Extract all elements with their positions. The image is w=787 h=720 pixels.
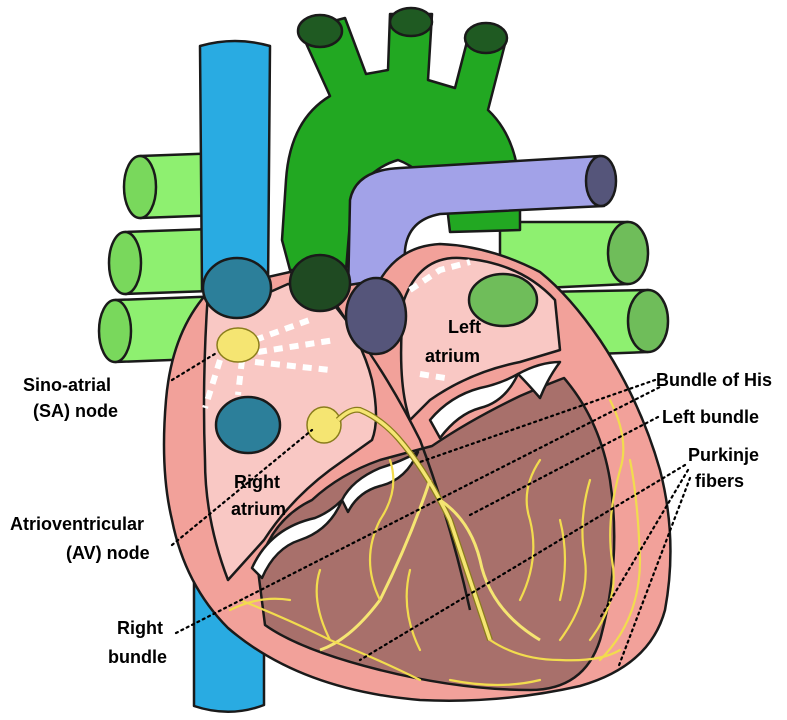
aorta-branch-end-2 xyxy=(390,8,432,36)
sa-node xyxy=(217,328,259,362)
aorta-branch-end-3 xyxy=(465,23,507,53)
label-right-atrium-line1: Right xyxy=(234,472,280,492)
label-left-atrium-line2: atrium xyxy=(425,346,480,366)
label-bundle-of-his: Bundle of His xyxy=(656,370,772,390)
pulmonary-artery-end xyxy=(586,156,616,206)
label-av-node-line2: (AV) node xyxy=(66,543,150,563)
label-right-bundle-line1: Right xyxy=(117,618,163,638)
label-av-node-line1: Atrioventricular xyxy=(10,514,144,534)
label-sa-node-line2: (SA) node xyxy=(33,401,118,421)
av-node xyxy=(307,407,341,443)
label-right-atrium-line2: atrium xyxy=(231,499,286,519)
pulmonary-vein-upper-right-end xyxy=(608,222,648,284)
pulmonary-artery-opening xyxy=(346,278,406,354)
pulmonary-vein-lower-left-end xyxy=(99,300,131,362)
pulmonary-vein-lower-right-end xyxy=(628,290,668,352)
aorta-branch-end-1 xyxy=(298,15,342,47)
label-left-atrium-line1: Left xyxy=(448,317,481,337)
pulmonary-vein-upper-left-end xyxy=(124,156,156,218)
aorta-opening xyxy=(290,255,350,311)
svc-opening xyxy=(203,258,271,318)
pulmonary-vein-mid-left-end xyxy=(109,232,141,294)
superior-vena-cava xyxy=(200,41,270,290)
ivc-opening xyxy=(216,397,280,453)
label-left-bundle: Left bundle xyxy=(662,407,759,427)
label-sa-node-line1: Sino-atrial xyxy=(23,375,111,395)
label-right-bundle-line2: bundle xyxy=(108,647,167,667)
label-purkinje-line2: fibers xyxy=(695,471,744,491)
label-purkinje-line1: Purkinje xyxy=(688,445,759,465)
